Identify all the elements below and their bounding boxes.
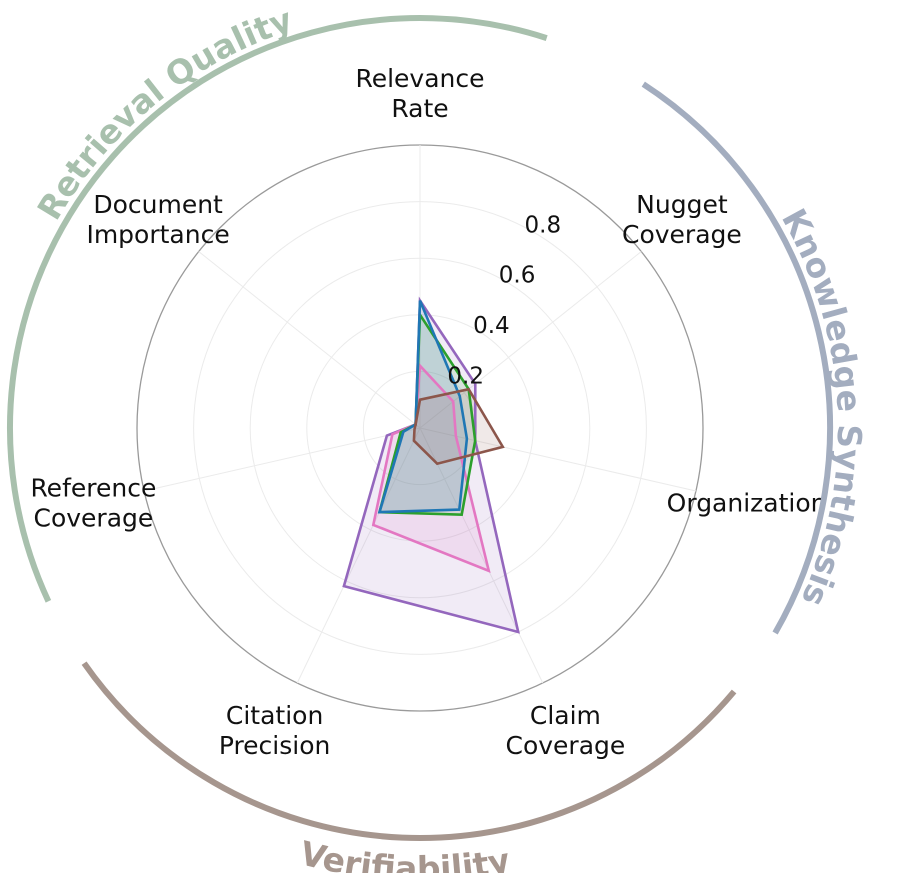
series-fill-5	[413, 389, 503, 464]
series-fill-4	[379, 300, 467, 513]
tick-label: 0.4	[473, 313, 510, 339]
group-arc-1	[7, 15, 548, 603]
axis-label-line: Relevance	[355, 64, 484, 93]
axis-label-line: Document	[93, 190, 223, 219]
tick-label: 0.8	[525, 212, 562, 238]
axis-label-line: Reference	[30, 474, 156, 503]
axis-label: Organization	[667, 489, 827, 518]
axis-label-line: Precision	[219, 731, 331, 760]
spoke-6	[143, 427, 421, 492]
tick-labels: 0.2 0.4 0.6 0.8	[447, 212, 561, 389]
group-label-2: Knowledge Synthesis	[774, 202, 869, 612]
spoke-5	[296, 427, 421, 684]
axis-label-line: Importance	[86, 220, 229, 249]
group-arc-3	[81, 661, 737, 841]
tick-label: 0.6	[499, 263, 536, 289]
axis-label-line: Citation	[226, 701, 323, 730]
spoke-7	[198, 251, 421, 429]
axis-label-line: Organization	[667, 489, 827, 518]
axis-label-line: Coverage	[506, 731, 626, 760]
axis-label-line: Nugget	[636, 190, 728, 219]
group-arc-2	[641, 81, 834, 635]
grid	[136, 144, 704, 712]
series-line-5	[412, 387, 505, 466]
spoke-4	[419, 427, 544, 684]
axis-label-line: Claim	[530, 701, 601, 730]
series-fill-2	[373, 365, 489, 571]
axis-label-line: Coverage	[34, 504, 154, 533]
series-group	[342, 296, 520, 634]
group-label-text: Knowledge Synthesis	[774, 202, 869, 612]
spoke-2	[419, 251, 642, 429]
tick-label: 0.2	[447, 364, 484, 390]
series-line-4	[377, 300, 469, 514]
axis-label-line: Rate	[391, 94, 448, 123]
axis-label-line: Coverage	[622, 220, 742, 249]
